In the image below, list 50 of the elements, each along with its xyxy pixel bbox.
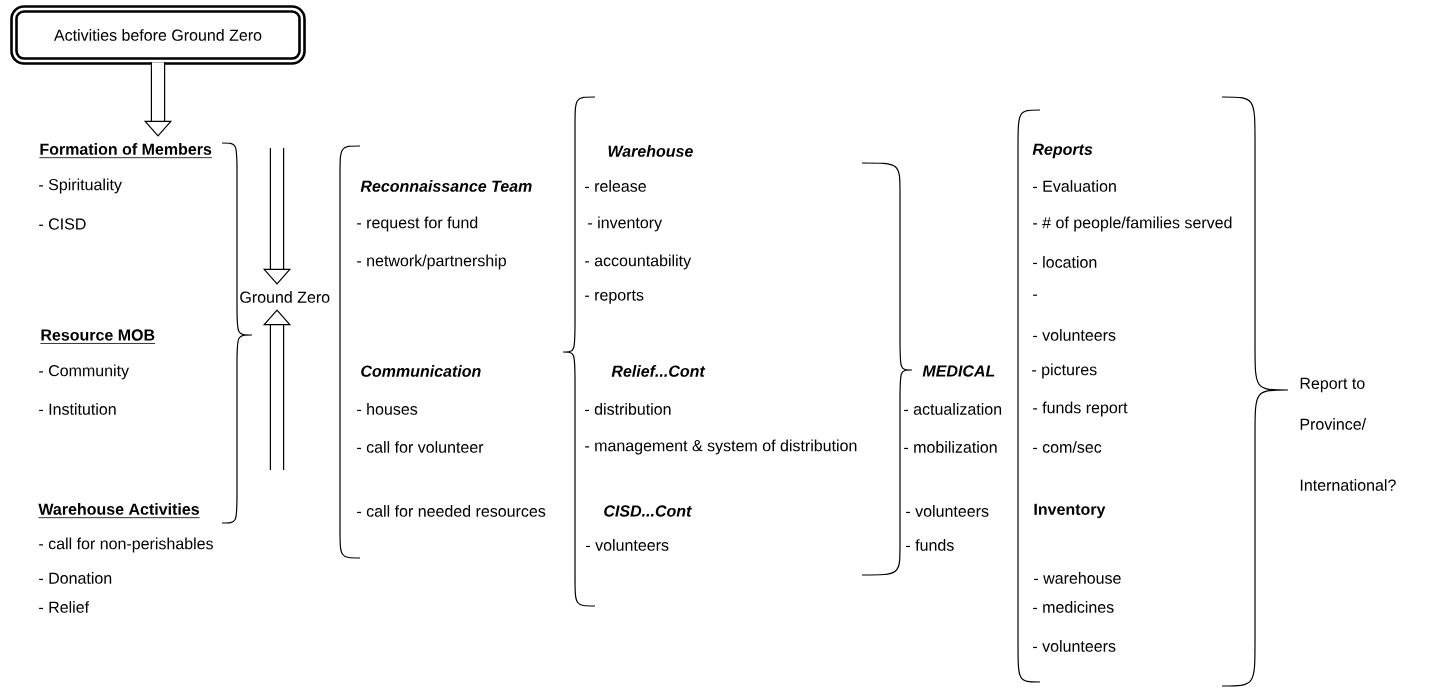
list-item: - call for needed resources — [357, 505, 546, 517]
list-item: - Relief — [39, 601, 90, 613]
list-item: - call for volunteer — [357, 441, 484, 453]
list-item: - com/sec — [1033, 441, 1102, 453]
list-item: - medicines — [1033, 601, 1114, 613]
column-heading: Reconnaissance Team — [360, 180, 532, 192]
list-item: - funds — [906, 539, 954, 551]
list-item: - mobilization — [904, 441, 997, 453]
column-heading: CISD...Cont — [604, 505, 692, 517]
list-item: - houses — [357, 403, 418, 415]
ground-zero-label: Ground Zero — [240, 291, 330, 303]
list-item: - management & system of distribution — [585, 439, 857, 455]
list-item: - volunteers — [1033, 640, 1116, 652]
section-heading: Warehouse Activities — [38, 503, 201, 519]
column-heading: Inventory — [1034, 503, 1106, 519]
list-item: - volunteers — [1033, 329, 1116, 341]
list-item: - # of people/families served — [1033, 216, 1232, 232]
list-item: - warehouse — [1034, 572, 1121, 584]
column-heading: Reports — [1032, 143, 1093, 159]
list-item: Report to — [1300, 377, 1365, 393]
list-item: - call for non-perishables — [39, 537, 213, 553]
list-item: - network/partnership — [357, 254, 506, 270]
list-item: - release — [585, 180, 646, 192]
list-item: - funds report — [1033, 401, 1128, 417]
list-item: - distribution — [585, 403, 671, 415]
list-item: Province/ — [1300, 418, 1367, 430]
list-item: - reports — [585, 290, 644, 304]
column-heading: Relief...Cont — [611, 365, 706, 377]
list-item: - Institution — [39, 403, 116, 415]
column-heading: Communication — [361, 365, 481, 377]
list-item: - Community — [39, 364, 130, 380]
section-heading: Formation of Members — [39, 143, 213, 159]
list-item: - inventory — [588, 216, 663, 232]
section-heading: Resource MOB — [40, 329, 156, 344]
list-item: - Evaluation — [1033, 180, 1116, 192]
list-item: - — [1033, 294, 1037, 296]
column-heading: MEDICAL — [922, 365, 995, 377]
list-item: - request for fund — [357, 216, 478, 232]
list-item: - CISD — [39, 218, 86, 230]
list-item: - location — [1033, 256, 1097, 268]
list-item: - accountability — [585, 254, 692, 270]
list-item: - Donation — [39, 572, 112, 584]
list-item: - pictures — [1032, 363, 1097, 379]
list-item: - actualization — [904, 403, 1002, 415]
title-box: Activities before Ground Zero — [10, 5, 306, 65]
list-item: - volunteers — [586, 539, 669, 551]
list-item: - volunteers — [906, 505, 989, 517]
column-heading: Warehouse — [608, 145, 693, 157]
list-item: International? — [1300, 479, 1396, 491]
list-item: - Spirituality — [39, 178, 122, 194]
